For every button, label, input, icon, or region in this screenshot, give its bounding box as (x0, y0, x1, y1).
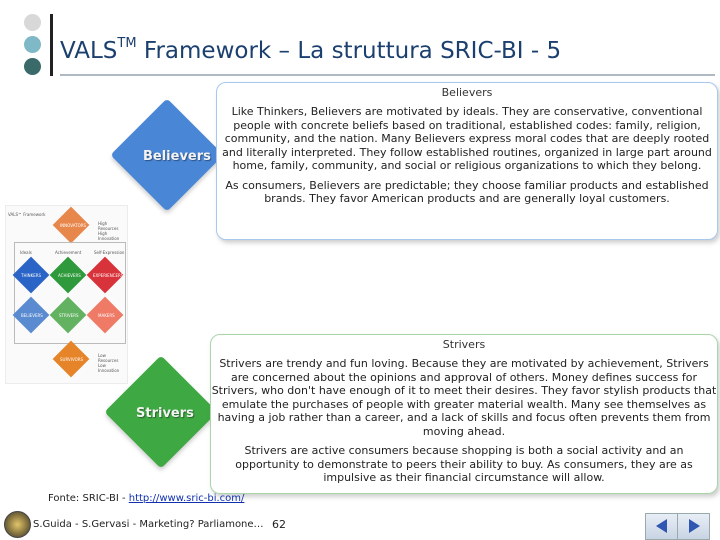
page-number: 62 (272, 518, 286, 531)
believers-card: Believers Like Thinkers, Believers are m… (216, 82, 718, 240)
vals-frame-label: VALS™ Framework (8, 212, 46, 217)
believers-paragraph-2: As consumers, Believers are predictable;… (225, 178, 709, 206)
title-divider (50, 14, 53, 76)
vals-survivors-label: SURVIVORS (60, 357, 84, 362)
university-seal-logo (4, 511, 31, 538)
strivers-card: Strivers Strivers are trendy and fun lov… (210, 334, 718, 494)
source-line: Fonte: SRIC-BI - http://www.sric-bi.com/ (48, 493, 244, 504)
vals-innovators-label: INNOVATORS (60, 223, 87, 228)
vals-motivation-achievement: Achievement (55, 250, 82, 255)
vals-experiencers-label: EXPERIENCERS (93, 273, 124, 278)
vals-motivation-ideals: Ideals (20, 250, 32, 255)
believers-paragraph-1: Like Thinkers, Believers are motivated b… (222, 105, 712, 172)
bullet-circle (24, 14, 41, 31)
vals-thinkers-label: THINKERS (21, 273, 42, 278)
title-trademark: TM (117, 36, 137, 51)
title-underline (60, 74, 715, 76)
strivers-paragraph-2: Strivers are active consumers because sh… (235, 444, 693, 484)
vals-achievers-label: ACHIEVERS (58, 273, 81, 278)
strivers-paragraph-1: Strivers are trendy and fun loving. Beca… (211, 357, 717, 438)
strivers-heading: Strivers (442, 338, 486, 351)
vals-makers-label: MAKERS (98, 313, 115, 318)
slide-title: VALSTM Framework – La struttura SRIC-BI … (60, 36, 562, 64)
vals-high-resources: High Resources High Innovation (98, 221, 120, 241)
previous-slide-button[interactable] (645, 513, 678, 540)
citation: S.Guida - S.Gervasi - Marketing? Parliam… (33, 519, 264, 530)
title-main: VALS (60, 38, 118, 64)
vals-strivers-label: STRIVERS (59, 313, 79, 318)
triangle-left-icon (656, 519, 667, 533)
title-bullets (24, 14, 44, 80)
believers-heading: Believers (441, 86, 493, 99)
triangle-right-icon (689, 519, 700, 533)
vals-believers-label: BELIEVERS (21, 313, 43, 318)
vals-motivation-selfexpression: Self-Expression (94, 250, 125, 255)
source-link[interactable]: http://www.sric-bi.com/ (128, 493, 245, 504)
bullet-circle (24, 36, 41, 53)
strivers-diamond-label: Strivers (136, 406, 194, 421)
source-prefix: Fonte: SRIC-BI - (48, 493, 129, 504)
vals-low-resources: Low Resources Low Innovation (98, 353, 120, 373)
next-slide-button[interactable] (677, 513, 710, 540)
believers-diamond-label: Believers (143, 149, 211, 164)
title-rest: Framework – La struttura SRIC-BI - 5 (136, 38, 562, 64)
vals-framework-chart: VALS™ Framework INNOVATORS High Resource… (5, 205, 128, 384)
bullet-circle (24, 58, 41, 75)
